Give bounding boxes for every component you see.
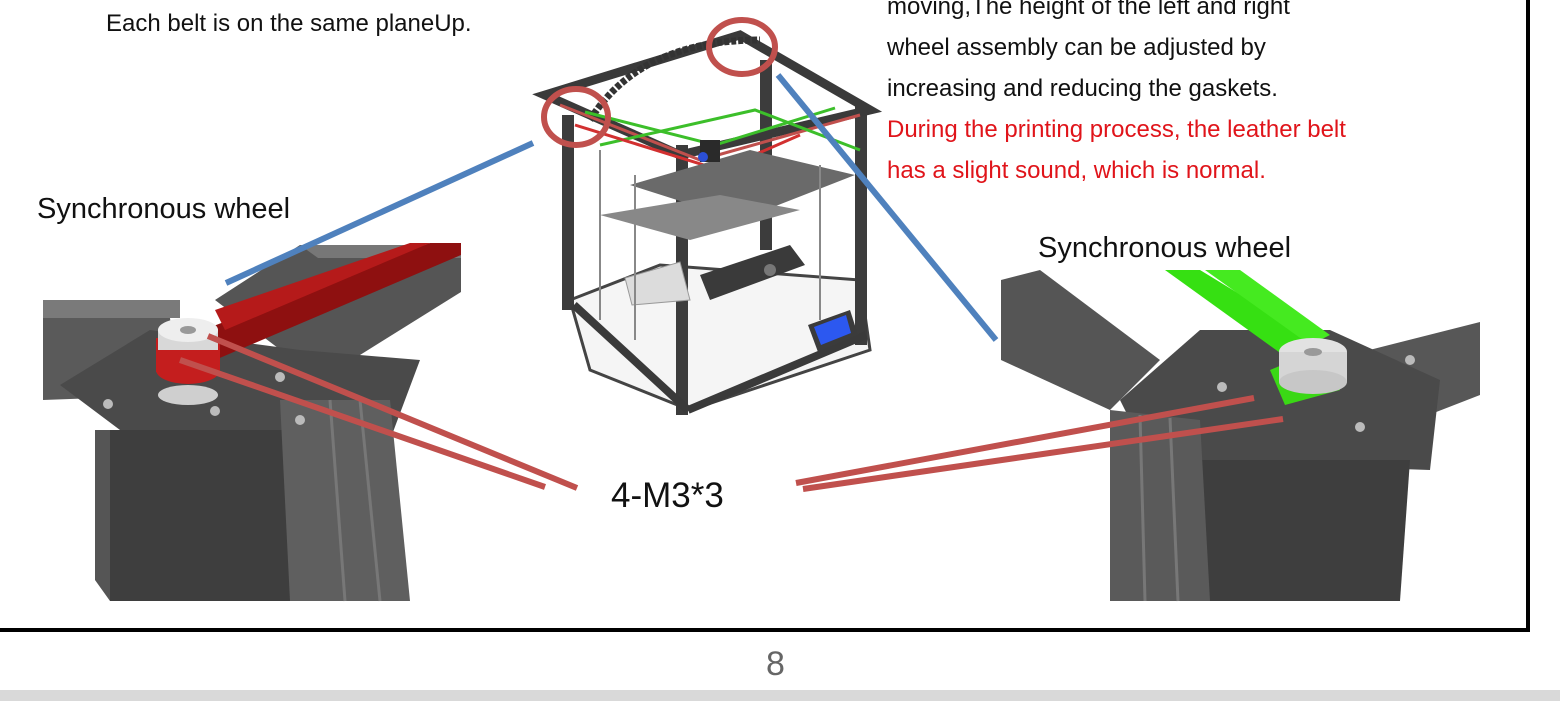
belt-plane-note: Each belt is on the same planeUp. — [106, 10, 472, 37]
bottom-divider-bar — [0, 690, 1560, 701]
left-wheel-detail-image — [43, 243, 461, 602]
note-line: increasing and reducing the gaskets. — [887, 75, 1278, 102]
highlight-circle-left — [541, 86, 611, 148]
right-wheel-detail-image — [1001, 270, 1480, 602]
callout-line-2 — [179, 357, 546, 490]
warning-line: During the printing process, the leather… — [887, 116, 1346, 143]
callout-line-1 — [206, 333, 579, 491]
synchronous-wheel-label-left: Synchronous wheel — [37, 193, 291, 225]
page-number: 8 — [766, 645, 785, 683]
warning-line: has a slight sound, which is normal. — [887, 157, 1266, 184]
page-frame — [0, 0, 1530, 632]
synchronous-wheel-label-right: Synchronous wheel — [1038, 232, 1292, 264]
note-line: moving,The height of the left and right — [887, 0, 1290, 20]
adjustment-note: moving,The height of the left and right … — [887, 0, 1346, 191]
callout-line-4 — [802, 416, 1284, 492]
highlight-circle-right — [706, 17, 778, 77]
note-line: wheel assembly can be adjusted by — [887, 34, 1266, 61]
pointer-line-right — [775, 73, 999, 342]
screw-spec-callout: 4-M3*3 — [611, 476, 724, 515]
callout-line-3 — [795, 395, 1255, 486]
printer-3d-illustration — [532, 30, 883, 415]
pointer-line-left — [224, 140, 535, 286]
